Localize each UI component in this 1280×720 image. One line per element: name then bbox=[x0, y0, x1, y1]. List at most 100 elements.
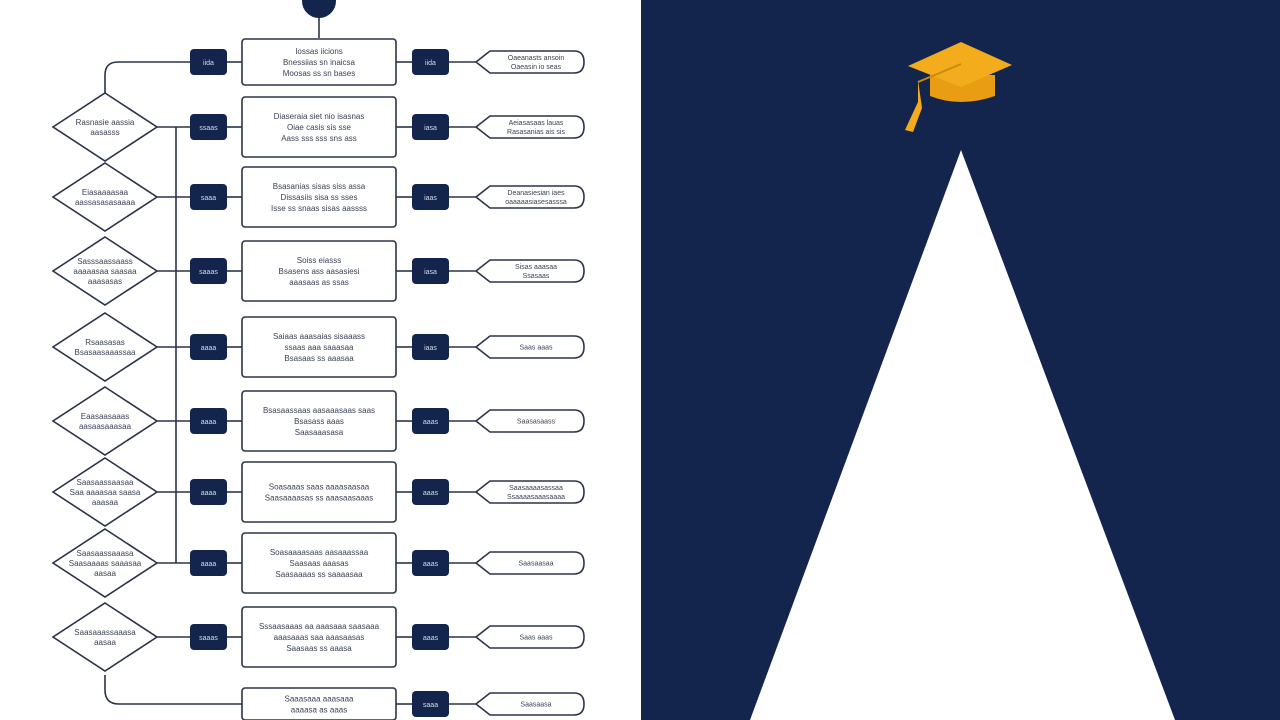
process-box-label: Soasaaas saas aaaasaasaa bbox=[269, 482, 370, 491]
output-tag bbox=[474, 625, 585, 649]
step-pill-left bbox=[190, 184, 227, 210]
process-box-label: Iossas iicions bbox=[295, 47, 343, 56]
output-tag-label: oaaaaasiasesasssa bbox=[505, 199, 567, 206]
pill-left-label: aaaa bbox=[201, 345, 217, 352]
step-pill-left bbox=[190, 114, 227, 140]
white-triangle bbox=[750, 150, 1175, 720]
process-box-label: Oiae casis sis sse bbox=[287, 123, 352, 132]
process-box-label: Bsasass aaas bbox=[294, 417, 344, 426]
output-tag bbox=[474, 335, 585, 359]
pill-left-label: iida bbox=[203, 60, 214, 67]
diamond-label: aaasaa bbox=[92, 498, 119, 507]
process-box-label: Moosas ss sn bases bbox=[283, 69, 355, 78]
step-pill-right bbox=[412, 624, 449, 650]
pill-left-label: aaaa bbox=[201, 561, 217, 568]
pill-left-label: saaa bbox=[201, 195, 216, 202]
decision-diamond bbox=[51, 236, 159, 306]
output-tag bbox=[474, 692, 585, 716]
output-tag bbox=[474, 409, 585, 433]
diamond-label: Rasnasie aassia bbox=[76, 118, 135, 127]
output-tag bbox=[474, 480, 585, 504]
decision-diamond bbox=[51, 312, 159, 382]
output-tag-label: Oaeanasts ansoin bbox=[508, 55, 565, 62]
diamond-label: Saasaassaasaa bbox=[77, 478, 134, 487]
pill-right-label: aaas bbox=[423, 419, 439, 426]
output-tag-label: Ssaaaasaaasaaaa bbox=[507, 494, 565, 501]
pill-right-label: iasa bbox=[424, 269, 437, 276]
step-pill-left bbox=[190, 624, 227, 650]
diamond-label: Saa aaaasaa saasa bbox=[70, 488, 141, 497]
decision-diamond bbox=[51, 528, 159, 598]
graduation-cap-icon bbox=[905, 42, 1012, 132]
pill-left-label: aaaa bbox=[201, 419, 217, 426]
process-box bbox=[241, 461, 397, 523]
pill-right-label: saaa bbox=[423, 702, 438, 709]
output-tag-label: Saasaaaasassaa bbox=[509, 485, 563, 492]
process-box-label: Isse ss snaas sisas aassss bbox=[271, 204, 367, 213]
diamond-label: Eiasaaaasaa bbox=[82, 188, 129, 197]
step-pill-right bbox=[412, 49, 449, 75]
pill-left-label: aaaa bbox=[201, 490, 217, 497]
process-box-label: ssaas aaa saaasaa bbox=[285, 343, 354, 352]
process-box-label: Soasaaaasaas aasaaassaa bbox=[270, 548, 369, 557]
diamond-label: Saasaassaaasa bbox=[77, 549, 134, 558]
step-pill-left bbox=[190, 258, 227, 284]
diamond-label: Eaasaasaaas bbox=[81, 412, 129, 421]
process-box-label: Saasaaasasa bbox=[295, 428, 344, 437]
output-tag-label: Ssasaas bbox=[523, 273, 550, 280]
output-tag-label: Rasasanias ais sis bbox=[507, 129, 565, 136]
process-box-label: Bsasanias sisas siss assa bbox=[273, 182, 366, 191]
step-pill-left bbox=[190, 550, 227, 576]
step-pill-left bbox=[190, 479, 227, 505]
circle-node-icon bbox=[302, 0, 336, 18]
step-pill-right bbox=[412, 184, 449, 210]
output-tag-label: Aeiasasaas lauas bbox=[509, 120, 564, 127]
process-box-label: Bsasaas ss aaasaa bbox=[284, 354, 354, 363]
output-tag-label: Deanasiesian iaes bbox=[507, 190, 565, 197]
step-pill-left bbox=[190, 334, 227, 360]
process-box-label: Sssaasaaas aa aaasaaa saasaaa bbox=[259, 622, 380, 631]
pill-right-label: aaas bbox=[423, 561, 439, 568]
pill-right-label: iasa bbox=[424, 125, 437, 132]
process-box-label: Saaasaaa aaasaaa bbox=[285, 694, 355, 703]
decision-diamond bbox=[51, 92, 159, 162]
output-tag bbox=[474, 551, 585, 575]
diamond-label: Rsaasasas bbox=[85, 338, 125, 347]
pill-left-label: ssaas bbox=[199, 125, 218, 132]
decision-diamond bbox=[51, 386, 159, 456]
diamond-label: aaaaasaa saasaa bbox=[73, 267, 137, 276]
pill-right-label: aaas bbox=[423, 635, 439, 642]
diamond-label: aasaasaaasaa bbox=[79, 422, 132, 431]
output-tag-label: Saas aaas bbox=[519, 344, 553, 351]
process-box-label: Saasaaaasas ss aaasaasaaas bbox=[265, 493, 374, 502]
process-box-label: aaaasa as aaas bbox=[291, 705, 348, 714]
output-tag-label: Saasasaass bbox=[517, 418, 556, 425]
output-tag bbox=[474, 50, 585, 74]
output-tag bbox=[474, 115, 585, 139]
output-tag-label: Saas aaas bbox=[519, 634, 553, 641]
trunk-top-connector bbox=[104, 61, 190, 95]
process-box-label: Diaseraia siet nio isasnas bbox=[274, 112, 365, 121]
output-tag-label: Sisas aaasaa bbox=[515, 264, 557, 271]
process-box-label: Saasaas aaasas bbox=[289, 559, 348, 568]
step-pill-right bbox=[412, 334, 449, 360]
process-box-label: Bnessiias sn inaicsa bbox=[283, 58, 356, 67]
pill-right-label: iaas bbox=[424, 345, 437, 352]
process-box-label: Bsasens ass aasasiesi bbox=[279, 267, 360, 276]
pill-left-label: saaas bbox=[199, 269, 218, 276]
step-pill-left bbox=[190, 49, 227, 75]
process-box-label: Saasaas ss aaasa bbox=[286, 644, 352, 653]
decision-diamond bbox=[51, 162, 159, 232]
diamond-label: aasaa bbox=[94, 638, 116, 647]
decision-diamond bbox=[51, 602, 159, 672]
